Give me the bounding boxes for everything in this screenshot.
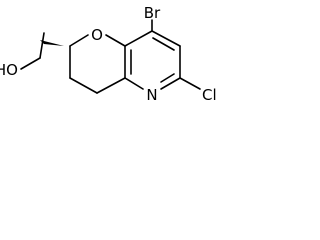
bond-c8-c7-inner — [152, 37, 175, 51]
bond-c6-n — [160, 77, 181, 90]
bond-c8-c7 — [151, 30, 181, 47]
atom-label-bromine: Br — [144, 4, 161, 22]
wedge-bond — [40, 40, 64, 46]
bond-c6-n-inner — [160, 73, 175, 83]
atom-label-hydroxyl: HO — [0, 61, 18, 79]
bond-c2-o — [69, 34, 89, 47]
bond-ch2-c2 — [39, 32, 45, 59]
atom-label-ring-oxygen: O — [91, 26, 103, 44]
atom-label-chlorine: Cl — [202, 86, 217, 104]
atom-label-ring-nitrogen: N — [146, 86, 157, 104]
bond-c6-cl — [179, 77, 201, 90]
bond-c8a-c8 — [124, 30, 153, 47]
chemical-structure: HO O N Br Cl — [0, 4, 217, 104]
bond-n-c4a — [124, 77, 144, 90]
atom-labels: HO O N Br Cl — [0, 4, 217, 104]
bonds — [20, 19, 201, 94]
bond-o-c8a — [105, 34, 126, 47]
bond-c4-c4a — [96, 77, 126, 94]
bond-ho-ch2 — [20, 57, 41, 70]
bond-c3-c4 — [69, 77, 98, 94]
